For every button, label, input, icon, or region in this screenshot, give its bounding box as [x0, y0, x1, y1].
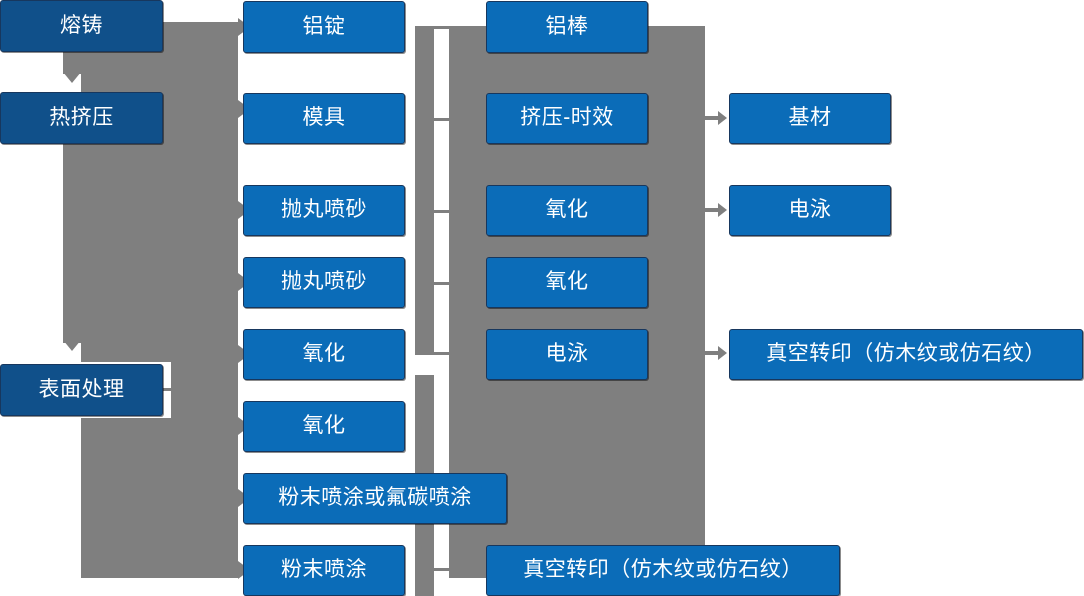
label-oxidation-col2-2: 氧化 — [302, 414, 346, 438]
stage-box-surface-treatment[interactable]: 表面处理 — [0, 364, 163, 416]
box-powder-coating[interactable]: 粉末喷涂 — [243, 542, 408, 596]
box-aluminium-ingot[interactable]: 铝锭 — [243, 0, 408, 53]
box-shot-blasting-1[interactable]: 抛丸喷砂 — [243, 182, 408, 236]
box-oxidation-col2-2[interactable]: 氧化 — [243, 398, 408, 452]
box-oxidation-col3-2[interactable]: 氧化 — [486, 254, 651, 308]
arrow-to-base-material — [705, 111, 727, 125]
label-mould: 模具 — [302, 106, 346, 130]
bracket-tick-6 — [434, 568, 450, 571]
box-electrophoresis-col4[interactable]: 电泳 — [729, 182, 894, 236]
box-base-material[interactable]: 基材 — [729, 90, 894, 144]
bracket-tick-4 — [434, 282, 450, 285]
label-aluminium-bar: 铝棒 — [545, 14, 589, 38]
label-powder-or-fluorocarbon: 粉末喷涂或氟碳喷涂 — [278, 486, 472, 510]
label-electrophoresis-col3: 电泳 — [545, 342, 589, 366]
bracket-rail-upper-left — [415, 26, 434, 355]
surface-treat-stub — [163, 388, 175, 391]
arrow-to-vacuum-transfer — [705, 346, 727, 360]
box-oxidation-col3-1[interactable]: 氧化 — [486, 182, 651, 236]
box-mould[interactable]: 模具 — [243, 90, 408, 144]
label-oxidation-col3-1: 氧化 — [545, 198, 589, 222]
stage-label-hot-extrusion: 热挤压 — [49, 105, 114, 129]
bracket-tick-5 — [434, 352, 450, 355]
box-shot-blasting-2[interactable]: 抛丸喷砂 — [243, 254, 408, 308]
stage-spine-vertical — [63, 52, 81, 74]
stage-box-hot-extrusion[interactable]: 热挤压 — [0, 92, 163, 144]
label-powder-coating: 粉末喷涂 — [281, 558, 367, 582]
stage-arrow-down-1 — [63, 72, 81, 83]
box-electrophoresis-col3[interactable]: 电泳 — [486, 326, 651, 380]
stage-arrow-down-2 — [63, 340, 81, 351]
label-vacuum-transfer-col3: 真空转印（仿木纹或仿石纹） — [523, 558, 803, 582]
label-aluminium-ingot: 铝锭 — [302, 14, 346, 38]
stage-spine-vertical-2 — [63, 143, 81, 343]
bracket-tick-2 — [434, 118, 450, 121]
box-vacuum-transfer-col4[interactable]: 真空转印（仿木纹或仿石纹） — [729, 326, 1084, 380]
stage-box-melt-cast[interactable]: 熔铸 — [0, 0, 163, 52]
arrow-to-electrophoresis — [705, 203, 727, 217]
stage-label-surface-treatment: 表面处理 — [38, 377, 125, 401]
box-extrusion-aging[interactable]: 挤压-时效 — [486, 90, 651, 144]
label-shot-blasting-1: 抛丸喷砂 — [281, 198, 367, 222]
box-powder-or-fluorocarbon[interactable]: 粉末喷涂或氟碳喷涂 — [243, 470, 510, 524]
stage-label-melt-cast: 熔铸 — [60, 13, 103, 37]
label-electrophoresis-col4: 电泳 — [788, 198, 832, 222]
label-oxidation-col3-2: 氧化 — [545, 270, 589, 294]
box-oxidation-col2-1[interactable]: 氧化 — [243, 326, 408, 380]
label-extrusion-aging: 挤压-时效 — [520, 106, 614, 130]
label-oxidation-col2-1: 氧化 — [302, 342, 346, 366]
bracket-tick-1 — [434, 26, 450, 29]
label-base-material: 基材 — [788, 106, 832, 130]
bracket-tick-3 — [434, 210, 450, 213]
label-vacuum-transfer-col4: 真空转印（仿木纹或仿石纹） — [766, 342, 1046, 366]
box-vacuum-transfer-col3[interactable]: 真空转印（仿木纹或仿石纹） — [486, 542, 843, 596]
box-aluminium-bar[interactable]: 铝棒 — [486, 0, 651, 53]
label-shot-blasting-2: 抛丸喷砂 — [281, 270, 367, 294]
